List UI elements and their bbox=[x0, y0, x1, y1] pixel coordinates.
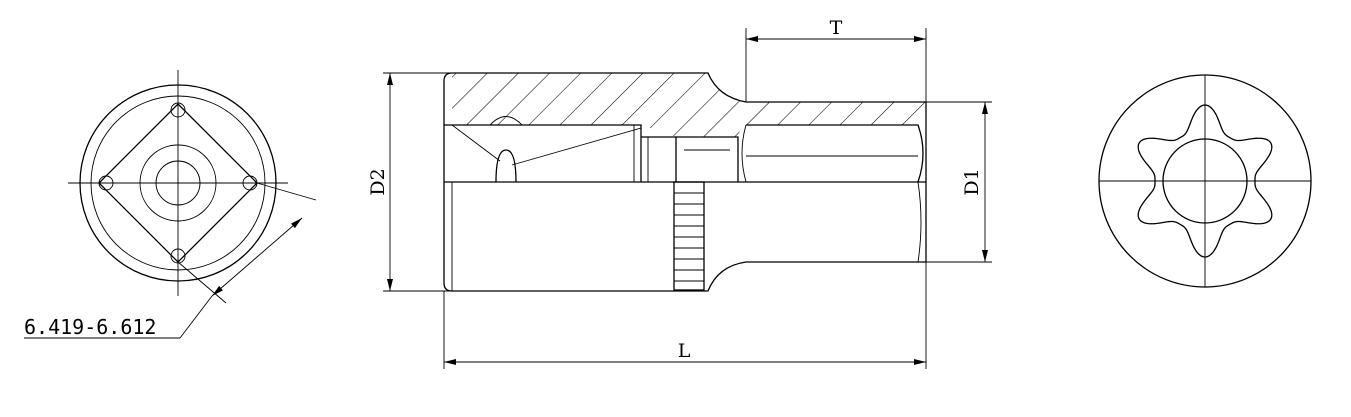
drive-depth-label: T bbox=[830, 17, 843, 39]
hex-bore-profile bbox=[746, 124, 924, 183]
socket-outer-outline bbox=[443, 72, 927, 292]
extension-line-a bbox=[256, 182, 317, 201]
detent-hole bbox=[495, 149, 517, 183]
dimension-line-across-flats bbox=[211, 217, 303, 297]
detent-line-b bbox=[511, 127, 642, 166]
relief-groove bbox=[641, 136, 677, 182]
lower-right-chamfer bbox=[917, 181, 922, 263]
hex-bore-chamfer bbox=[741, 124, 747, 183]
knurl-lines bbox=[674, 192, 704, 282]
leader-line bbox=[179, 295, 213, 339]
drive-bore-profile bbox=[444, 124, 642, 182]
knurl-band bbox=[673, 181, 705, 291]
detent-line-a bbox=[451, 124, 501, 162]
square-drive-end-view: 6.419-6.612 bbox=[24, 70, 317, 339]
tolerance-label: 6.419-6.612 bbox=[24, 315, 156, 339]
outer-diameter-right-label: D1 bbox=[961, 168, 983, 195]
length-label: L bbox=[678, 340, 691, 362]
neck-bore bbox=[676, 136, 739, 182]
extension-line-b bbox=[177, 261, 227, 304]
outer-diameter-left-label: D2 bbox=[367, 168, 389, 195]
section-hatch bbox=[452, 73, 926, 137]
socket-side-view: L T D2 D1 bbox=[367, 17, 992, 369]
torx-end-view bbox=[1098, 74, 1312, 288]
detent-hole-arc bbox=[489, 116, 523, 126]
